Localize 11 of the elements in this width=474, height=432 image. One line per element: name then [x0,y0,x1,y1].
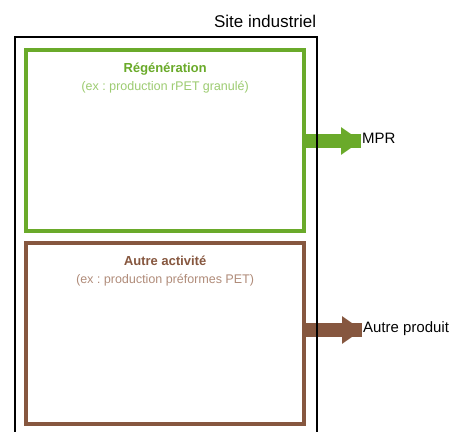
output-label: MPR [362,130,396,147]
process-box [24,241,306,426]
arrow [306,316,362,344]
site-title: Site industriel [214,12,316,32]
box-subtitle: (ex : production rPET granulé) [80,79,250,93]
box-title: Autre activité [122,253,208,268]
box-title: Régénération [122,60,208,75]
process-box [24,48,306,233]
box-subtitle: (ex : production préformes PET) [75,272,255,286]
output-label: Autre produit [363,319,449,336]
arrow [306,127,361,155]
